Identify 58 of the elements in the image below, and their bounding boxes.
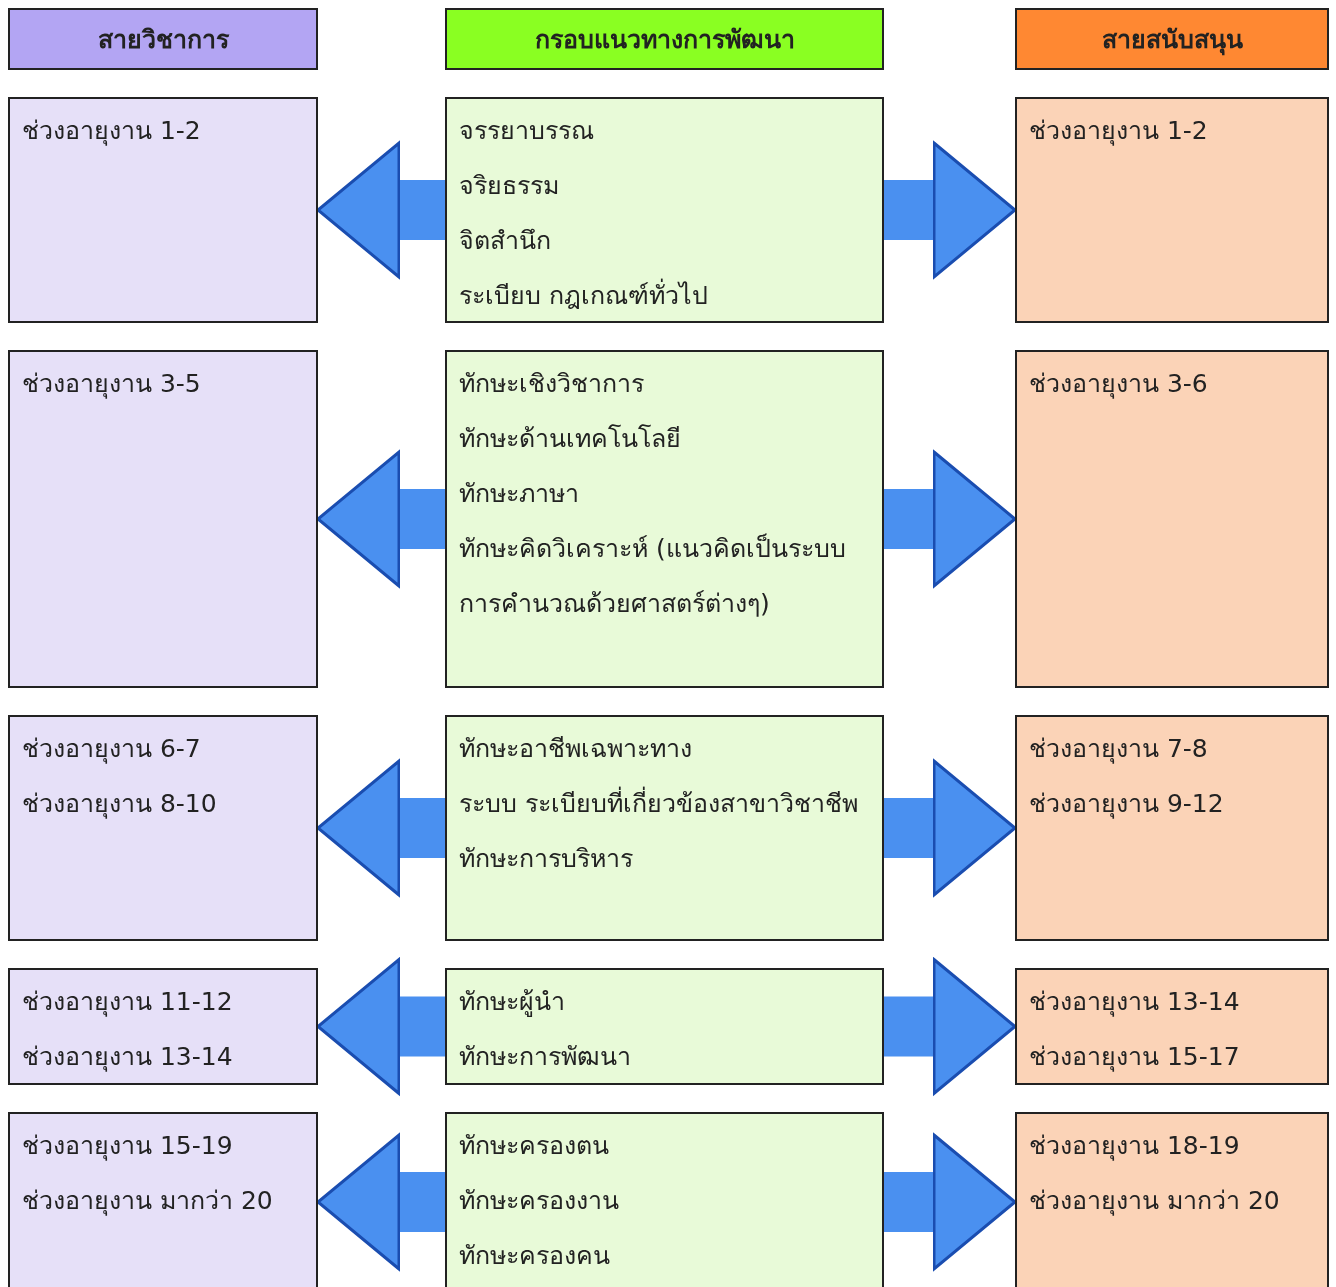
work-age-range: ช่วงอายุงาน 11-12 [22,986,234,1019]
work-age-range: ช่วงอายุงาน 9-12 [1029,788,1225,821]
work-age-range: ช่วงอายุงาน 6-7 [22,733,202,766]
content-box [1015,715,1329,941]
content-box [445,1112,884,1287]
content-box [8,715,318,941]
content-box [8,968,318,1085]
header-box [8,8,318,70]
column-heading: กรอบแนวทางการพัฒนา [534,24,795,56]
skill-item: ระเบียบ กฎเกณฑ์ทั่วไป [459,268,870,323]
skill-item: ทักษะครองงาน [459,1185,620,1217]
skill-item: ระบบ ระเบียบที่เกี่ยวข้องสาขาวิชาชีพ [459,776,870,831]
work-age-range: ช่วงอายุงาน 3-5 [22,368,202,401]
work-age-range: ช่วงอายุงาน 7-8 [1029,733,1209,766]
content-box [8,97,318,323]
work-age-range: ช่วงอายุงาน 15-19 [22,1130,234,1163]
block-arrow [884,450,1017,588]
work-age-range: ช่วงอายุงาน 18-19 [1029,1130,1241,1163]
skill-item: ทักษะด้านเทคโนโลยี [459,423,682,455]
content-box [445,715,884,941]
header-box [1015,8,1329,70]
work-age-range: ช่วงอายุงาน 1-2 [22,115,202,148]
content-box [445,350,884,688]
header-box [445,8,884,70]
skill-item: ทักษะครองตน [459,1130,610,1162]
skill-item: จิตสำนึก [459,225,552,257]
block-arrow [884,1133,1017,1271]
work-age-range: ช่วงอายุงาน 8-10 [22,788,218,821]
content-box [445,97,884,323]
skill-item: ทักษะคิดวิเคราะห์ (แนวคิดเป็นระบบ การคำนวณด้วยศาสตร์ต่างๆ) [459,532,847,620]
column-heading: สายวิชาการ [97,24,229,56]
skill-item: จรรยาบรรณ [459,115,595,147]
content-box [445,968,884,1085]
skill-item: ทักษะการพัฒนา [459,1041,632,1073]
block-arrow [884,958,1017,1095]
work-age-range: ช่วงอายุงาน 13-14 [1029,986,1241,1019]
column-heading: สายสนับสนุน [1101,24,1243,58]
work-age-range: ช่วงอายุงาน 13-14 [22,1041,234,1074]
skill-item: ทักษะอาชีพเฉพาะทาง [459,733,693,765]
block-arrow [884,759,1017,897]
skill-item: ทักษะภาษา [459,478,580,510]
skill-item: ทักษะครองคน [459,1240,611,1272]
content-box [1015,97,1329,323]
work-age-range: ช่วงอายุงาน มากว่า 20 [1029,1185,1281,1218]
content-box [8,350,318,688]
work-age-range: ช่วงอายุงาน มากว่า 20 [22,1185,274,1218]
skill-item: ทักษะการบริหาร [459,843,634,875]
work-age-range: ช่วงอายุงาน 15-17 [1029,1041,1241,1074]
skill-item: จริยธรรม [459,170,560,202]
content-box [1015,968,1329,1085]
block-arrow [884,141,1017,279]
content-box [1015,350,1329,688]
work-age-range: ช่วงอายุงาน 3-6 [1029,368,1209,401]
work-age-range: ช่วงอายุงาน 1-2 [1029,115,1209,148]
skill-item: ทักษะผู้นำ [459,986,566,1019]
content-box [8,1112,318,1287]
skill-item: ทักษะเชิงวิชาการ [459,368,645,400]
content-box [1015,1112,1329,1287]
